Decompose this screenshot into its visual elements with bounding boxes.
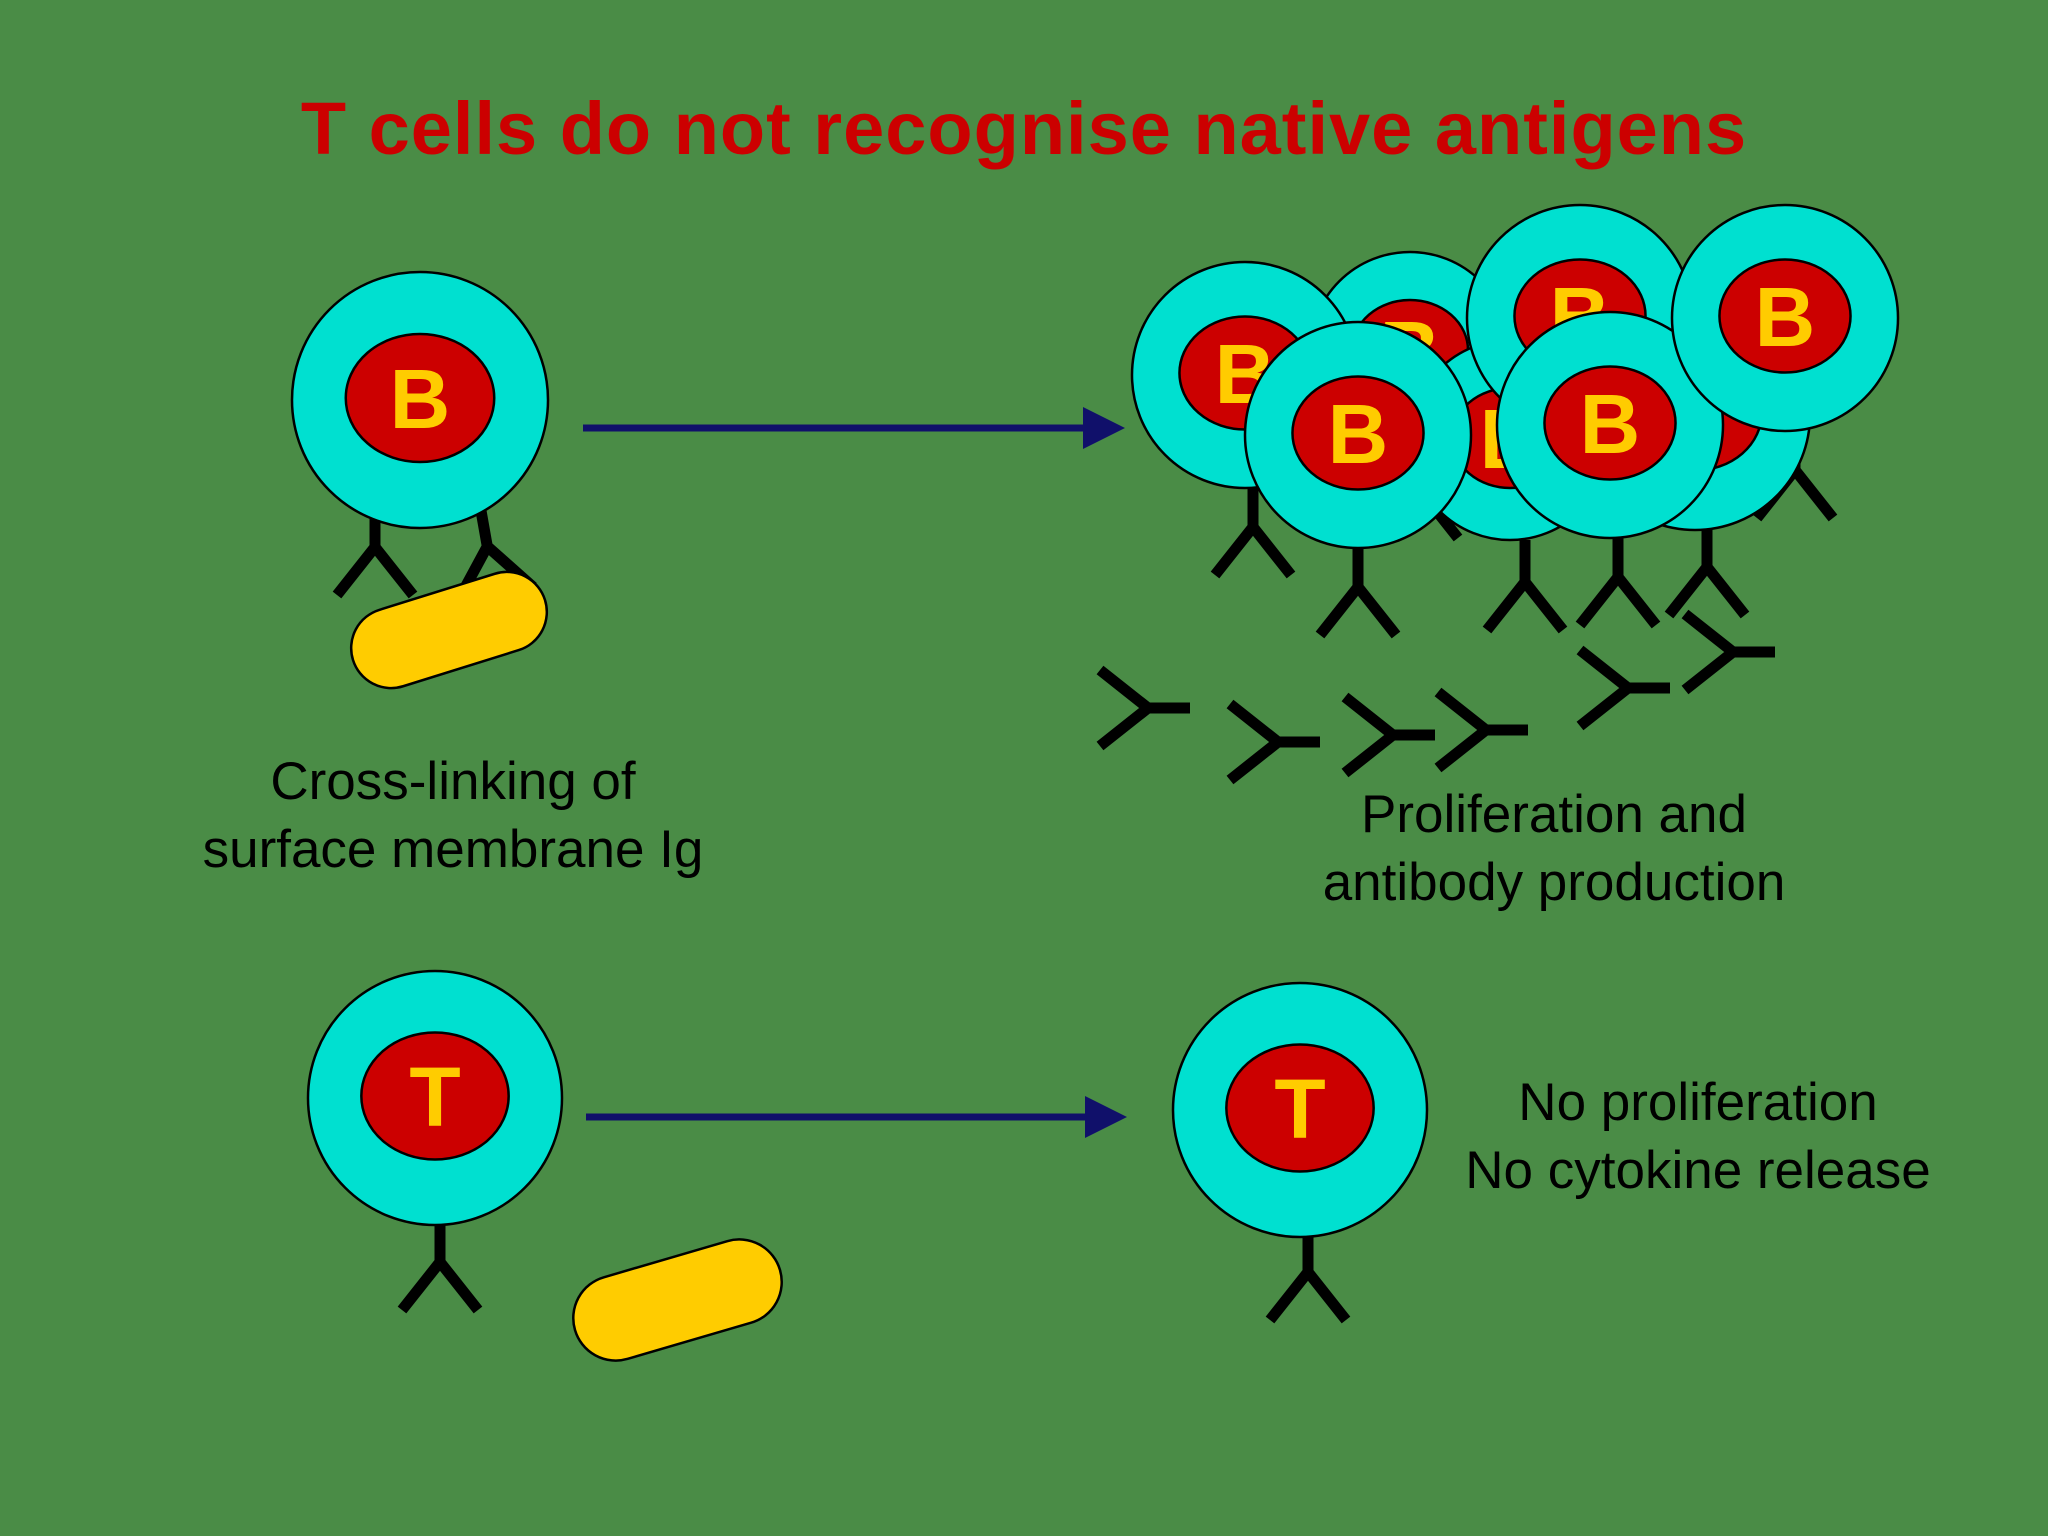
secreted-antibody bbox=[1096, 665, 1190, 751]
b-cell: B bbox=[290, 270, 550, 530]
cluster-antibody-stem bbox=[1664, 525, 1750, 619]
b-cell-caption-line-2: surface membrane Ig bbox=[202, 820, 704, 879]
cell-nucleus bbox=[1291, 375, 1425, 491]
antibody-stem-t-cell bbox=[397, 1220, 483, 1314]
cluster-antibody-stem bbox=[1210, 485, 1296, 579]
b-cell-clone: B bbox=[1670, 203, 1900, 433]
cell-letter: B bbox=[1328, 387, 1389, 481]
antibody-stem-t-cell-result bbox=[1265, 1230, 1351, 1324]
t-cell-result-caption: No proliferation No cytokine release bbox=[1398, 1069, 1998, 1205]
cell-letter: T bbox=[1274, 1062, 1325, 1156]
t-cell-result-line-1: No proliferation bbox=[1518, 1073, 1878, 1132]
cell-letter: B bbox=[1580, 377, 1641, 471]
b-cell-caption-line-1: Cross-linking of bbox=[270, 752, 636, 811]
secreted-antibody bbox=[1341, 692, 1435, 778]
secreted-antibody bbox=[1681, 609, 1775, 695]
b-cell-clone: B bbox=[1243, 320, 1473, 550]
b-cell-clone: B bbox=[1495, 310, 1725, 540]
cell-letter: B bbox=[390, 352, 451, 446]
antigen-free bbox=[572, 1238, 783, 1362]
cluster-antibody-stem bbox=[1575, 535, 1661, 629]
b-cell-caption: Cross-linking of surface membrane Ig bbox=[153, 748, 753, 884]
cell-nucleus bbox=[1718, 258, 1852, 374]
secreted-antibody bbox=[1576, 645, 1670, 731]
t-cell-result: T bbox=[1171, 981, 1429, 1239]
cluster-antibody-stem bbox=[1482, 540, 1568, 634]
b-cell-result-line-2: antibody production bbox=[1322, 853, 1786, 912]
b-cell-result-line-1: Proliferation and bbox=[1361, 785, 1747, 844]
cell-letter: B bbox=[1755, 270, 1816, 364]
cell-letter: T bbox=[409, 1050, 460, 1144]
b-cell-result-caption: Proliferation and antibody production bbox=[1254, 781, 1854, 917]
t-cell: T bbox=[306, 969, 564, 1227]
cell-nucleus bbox=[1225, 1043, 1375, 1173]
cell-nucleus bbox=[1543, 365, 1677, 481]
t-cell-result-line-2: No cytokine release bbox=[1465, 1141, 1931, 1200]
secreted-antibody bbox=[1226, 699, 1320, 785]
slide-title: T cells do not recognise native antigens bbox=[300, 87, 1748, 170]
antigen-crosslinking bbox=[349, 570, 549, 690]
cell-nucleus bbox=[360, 1031, 510, 1161]
cell-nucleus bbox=[344, 332, 496, 464]
secreted-antibody bbox=[1434, 687, 1528, 773]
cluster-antibody-stem bbox=[1315, 545, 1401, 639]
